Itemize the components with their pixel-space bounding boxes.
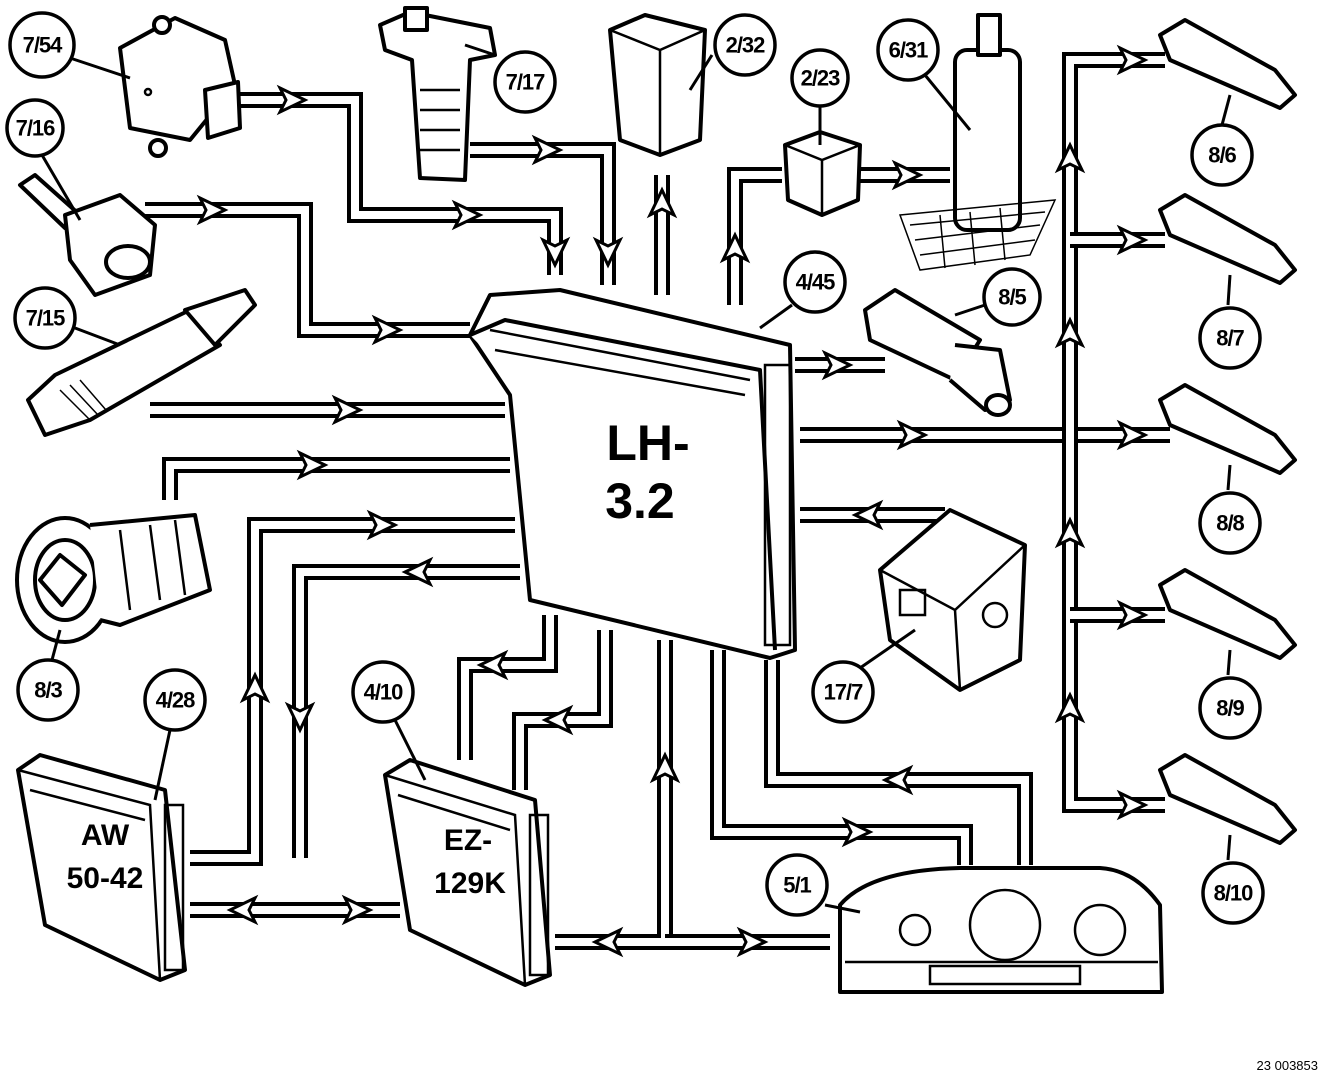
svg-text:6/31: 6/31: [889, 38, 929, 63]
callout-4-28: 4/28: [143, 668, 207, 732]
callout-5-1: 5/1: [765, 853, 829, 917]
svg-text:8/9: 8/9: [1216, 696, 1244, 721]
svg-text:5/1: 5/1: [783, 873, 811, 898]
callout-4-10: 4/10: [351, 660, 415, 724]
svg-text:2/23: 2/23: [801, 66, 841, 91]
callout-6-31: 6/31: [876, 18, 940, 82]
ac-compressor-drawing: [15, 513, 212, 644]
svg-text:8/8: 8/8: [1216, 511, 1244, 536]
signal-arrows: [196, 44, 1149, 958]
lh-ecu-drawing: [468, 288, 797, 660]
callout-7-16: 7/16: [5, 98, 65, 158]
callout-8-10: 8/10: [1201, 861, 1265, 925]
callout-17-7: 17/7: [811, 660, 875, 724]
svg-text:8/10: 8/10: [1214, 881, 1254, 906]
callout-8-5: 8/5: [982, 267, 1042, 327]
small-relay-drawing: [783, 130, 862, 217]
reference-number: 23 003853: [1257, 1058, 1318, 1073]
svg-text:4/45: 4/45: [796, 270, 836, 295]
svg-text:8/7: 8/7: [1216, 326, 1244, 351]
svg-text:7/54: 7/54: [23, 33, 64, 58]
idle-valve-drawing: [863, 288, 1012, 417]
switch-unit-drawing: [878, 508, 1027, 692]
svg-text:4/10: 4/10: [364, 680, 404, 705]
fuel-pump-drawing: [898, 13, 1057, 271]
svg-text:8/5: 8/5: [998, 285, 1026, 310]
callout-8-7: 8/7: [1198, 306, 1262, 370]
svg-text:8/3: 8/3: [34, 678, 62, 703]
ecu-label-line2: 3.2: [605, 473, 675, 529]
svg-text:17/7: 17/7: [824, 680, 864, 705]
air-mass-sensor-drawing: [378, 6, 497, 182]
transmission-unit-label-line2: 50-42: [67, 862, 144, 895]
callout-7-17: 7/17: [493, 50, 557, 114]
ignition-unit-label-line1: EZ-: [444, 824, 492, 857]
callout-2-23: 2/23: [790, 48, 850, 108]
relay-drawing: [608, 13, 707, 157]
svg-text:4/28: 4/28: [156, 688, 196, 713]
injector-drawings: [1158, 18, 1297, 845]
callout-2-32: 2/32: [713, 13, 777, 77]
oxygen-sensor-drawing: [26, 288, 257, 437]
ecu-label-line1: LH-: [606, 415, 689, 471]
callout-7-15: 7/15: [13, 286, 77, 350]
pressure-sensor-drawing: [118, 15, 242, 158]
callout-8-3: 8/3: [16, 658, 80, 722]
callout-4-45: 4/45: [783, 250, 847, 314]
ignition-unit-label-line2: 129K: [434, 867, 506, 900]
svg-text:8/6: 8/6: [1208, 143, 1236, 168]
callout-8-6: 8/6: [1190, 123, 1254, 187]
callout-8-8: 8/8: [1198, 491, 1262, 555]
ignition-unit-drawing: [383, 758, 552, 987]
callout-8-9: 8/9: [1198, 676, 1262, 740]
transmission-unit-drawing: [16, 753, 187, 982]
svg-text:7/16: 7/16: [16, 116, 56, 141]
svg-text:7/17: 7/17: [506, 70, 546, 95]
instrument-cluster-drawing: [838, 866, 1164, 994]
temperature-sensor-drawing: [18, 173, 157, 297]
svg-text:2/32: 2/32: [726, 33, 766, 58]
transmission-unit-label-line1: AW: [81, 819, 130, 852]
callout-7-54: 7/54: [8, 11, 76, 79]
svg-text:7/15: 7/15: [26, 306, 66, 331]
leader-lines: [40, 43, 1232, 914]
